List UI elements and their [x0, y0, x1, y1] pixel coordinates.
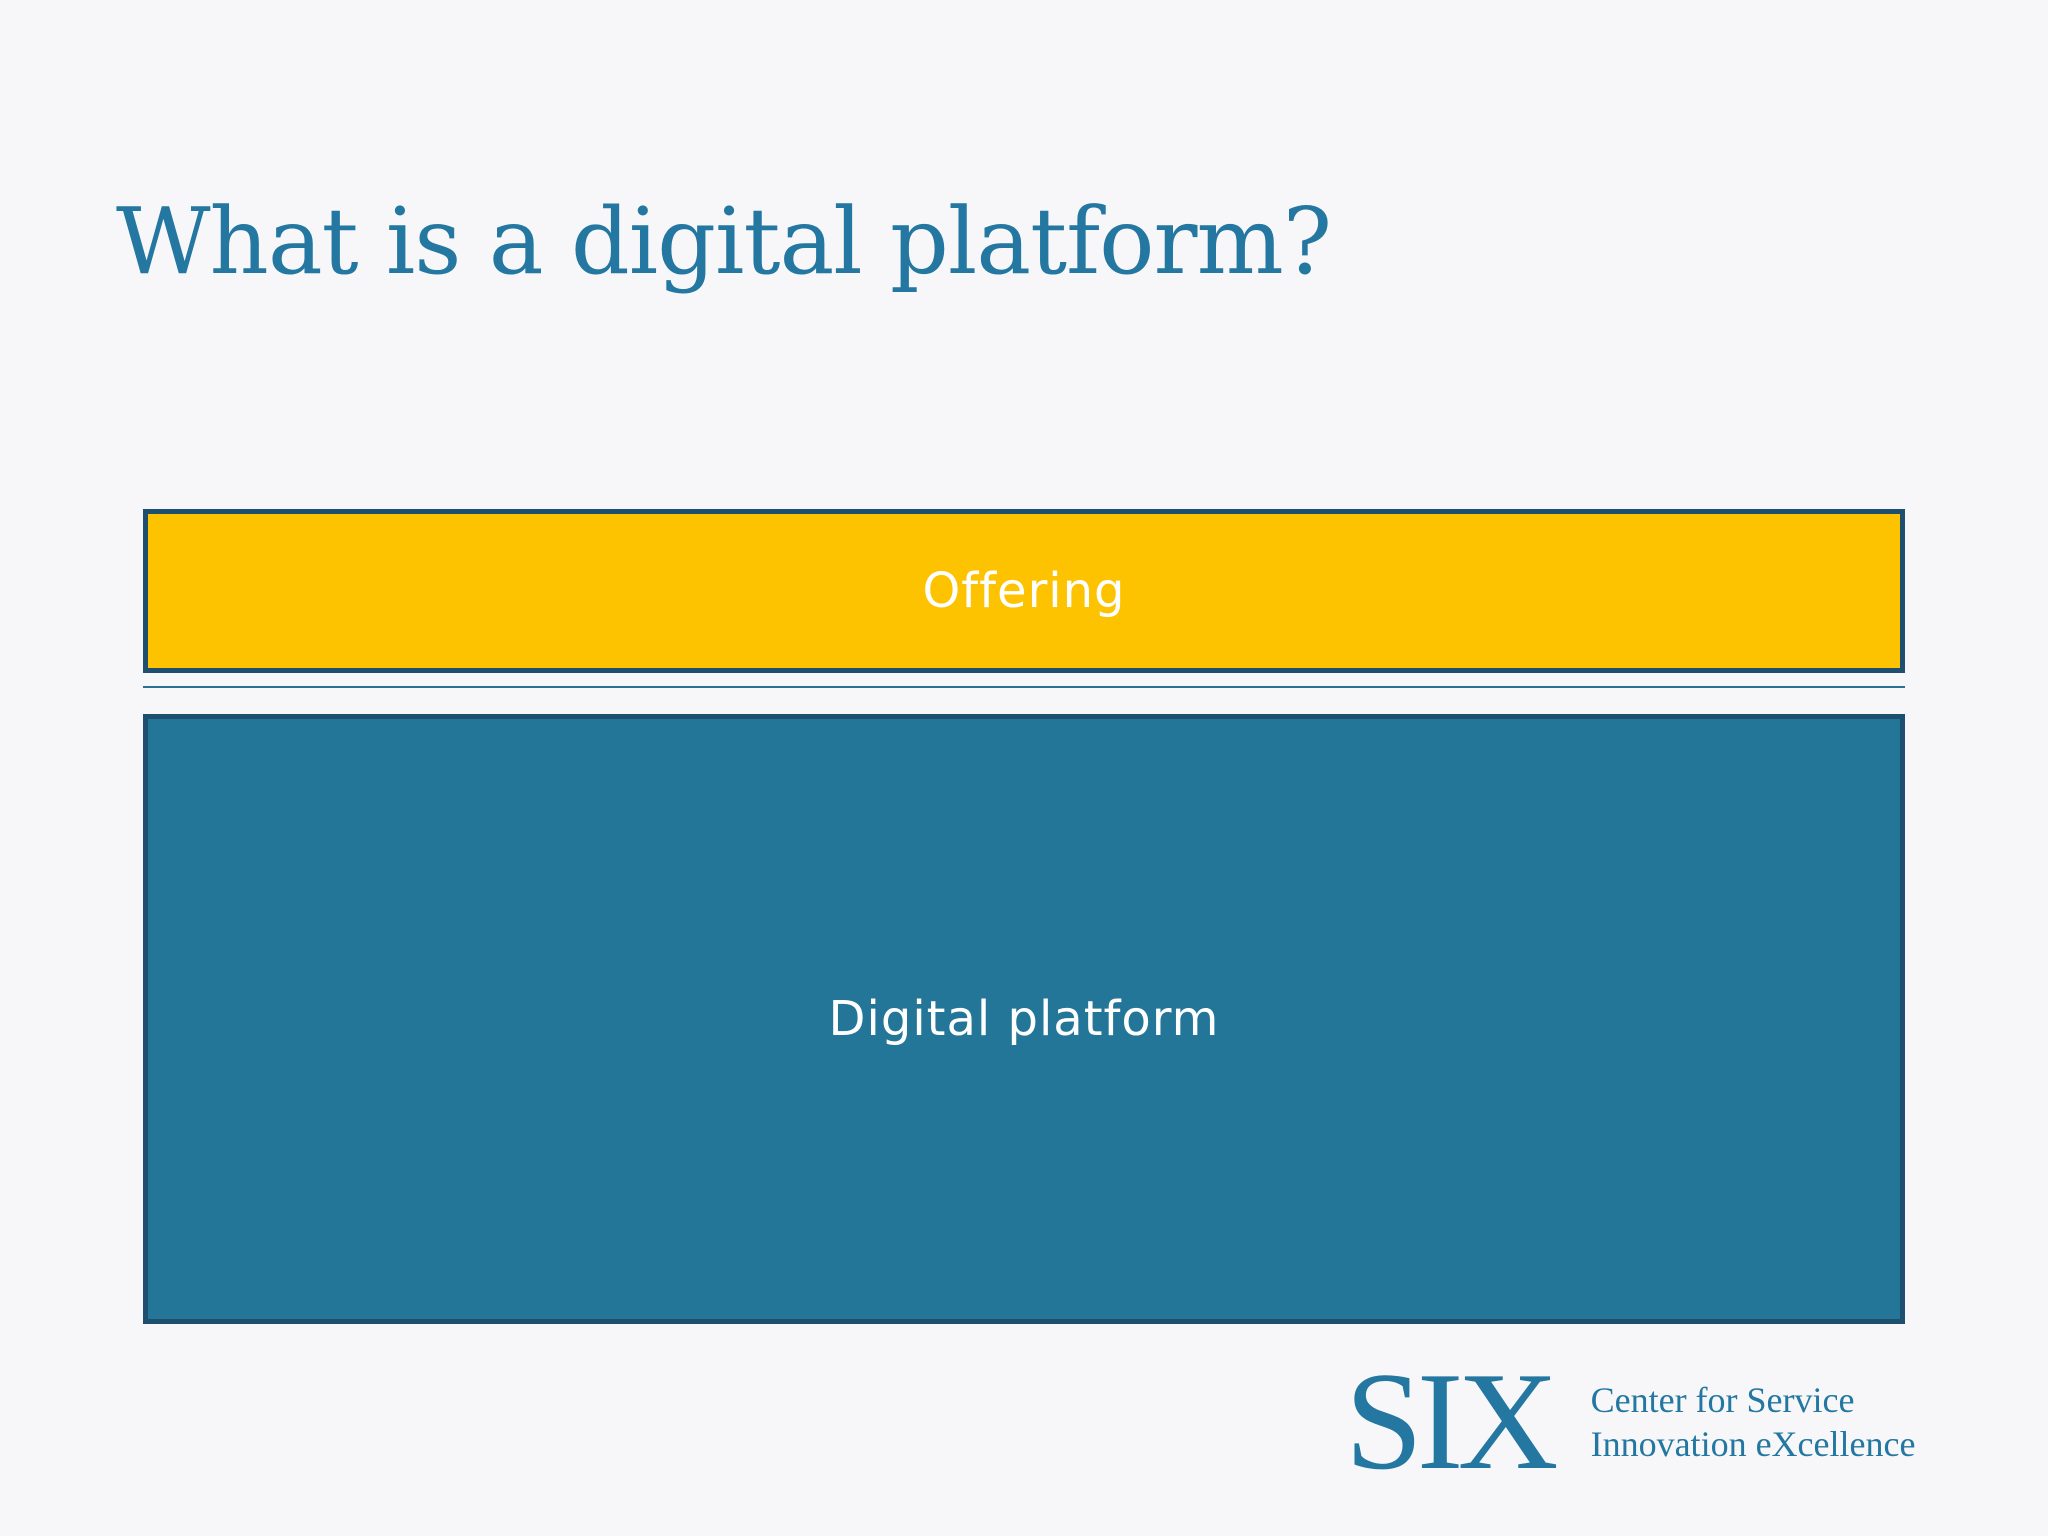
digital-platform-box: Digital platform: [143, 714, 1905, 1324]
logo-caption: Center for Service Innovation eXcellence: [1591, 1378, 1916, 1466]
offering-box: Offering: [143, 509, 1905, 673]
logo-mark: SIX: [1345, 1344, 1559, 1499]
slide-title: What is a digital platform?: [116, 188, 1332, 295]
offering-label: Offering: [922, 563, 1126, 619]
digital-platform-label: Digital platform: [828, 991, 1220, 1047]
divider-line: [143, 686, 1905, 688]
six-logo: SIX Center for Service Innovation eXcell…: [1345, 1352, 1916, 1492]
logo-caption-line1: Center for Service: [1590, 1380, 1855, 1420]
logo-caption-line2: Innovation eXcellence: [1590, 1424, 1916, 1464]
